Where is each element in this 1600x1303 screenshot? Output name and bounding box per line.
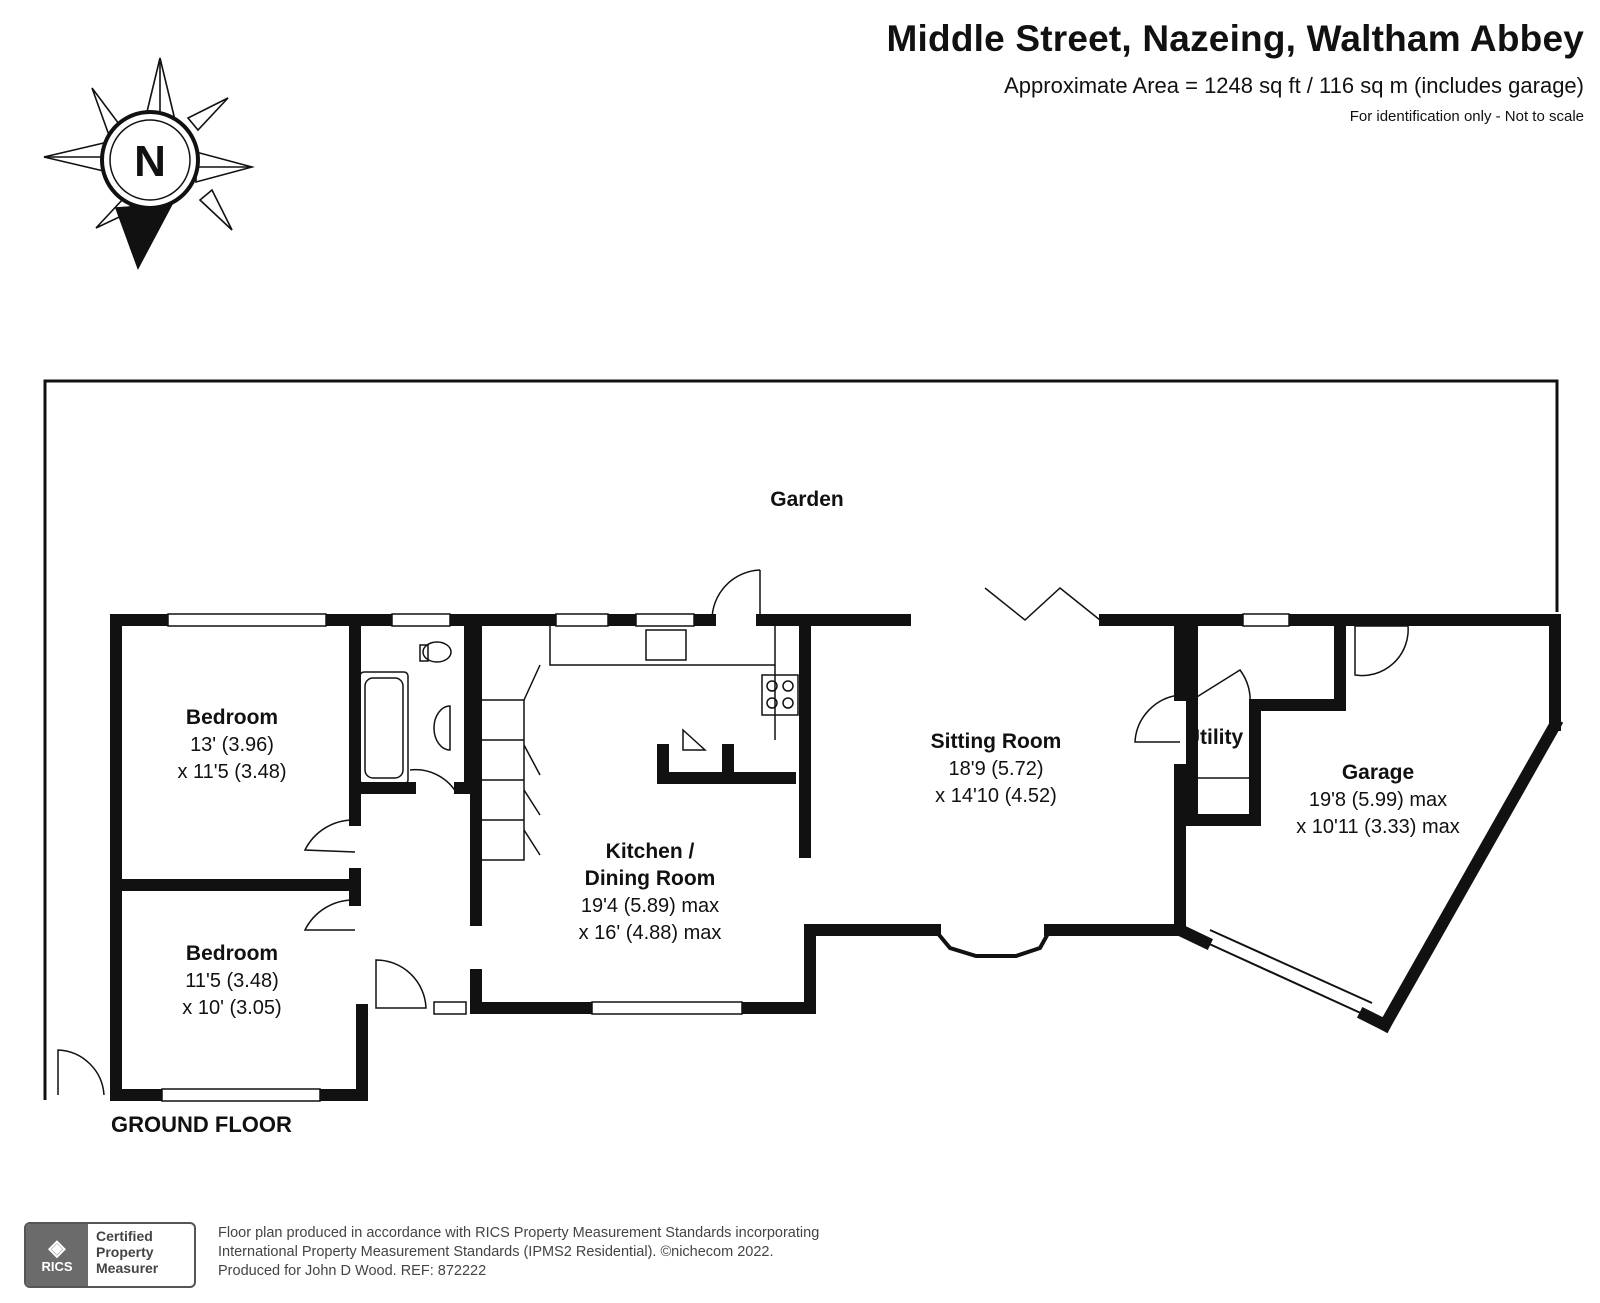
badge-line1: Certified bbox=[96, 1228, 153, 1244]
sitting-room-name: Sitting Room bbox=[931, 730, 1062, 753]
garden-boundary bbox=[43, 379, 1559, 1100]
garage-dim2: x 10'11 (3.33) max bbox=[1296, 816, 1460, 838]
garden-label: Garden bbox=[770, 488, 844, 511]
sitting-room-dim1: 18'9 (5.72) bbox=[949, 758, 1044, 780]
garage-name: Garage bbox=[1342, 761, 1414, 784]
kitchen-dim1: 19'4 (5.89) max bbox=[581, 895, 719, 917]
rics-badge: ◈ RICS Certified Property Measurer bbox=[24, 1222, 196, 1288]
bedroom-2-dim2: x 10' (3.05) bbox=[182, 997, 281, 1019]
badge-line2: Property bbox=[96, 1244, 154, 1260]
bedroom-2-name: Bedroom bbox=[186, 942, 278, 965]
footer-line2: International Property Measurement Stand… bbox=[218, 1244, 774, 1260]
bedroom-1-name: Bedroom bbox=[186, 706, 278, 729]
rics-logo-icon: ◈ RICS bbox=[26, 1224, 88, 1286]
utility-name: Utility bbox=[1185, 726, 1244, 749]
approximate-area: Approximate Area = 1248 sq ft / 116 sq m… bbox=[1004, 73, 1584, 98]
kitchen-dim2: x 16' (4.88) max bbox=[579, 922, 722, 944]
plan-title: Middle Street, Nazeing, Waltham Abbey bbox=[886, 18, 1584, 59]
garage-dim1: 19'8 (5.99) max bbox=[1309, 789, 1447, 811]
footer-line3: Produced for John D Wood. REF: 872222 bbox=[218, 1263, 487, 1279]
footer-line1: Floor plan produced in accordance with R… bbox=[218, 1225, 820, 1241]
bedroom-1-dim2: x 11'5 (3.48) bbox=[177, 761, 286, 783]
floor-label: GROUND FLOOR bbox=[111, 1112, 292, 1137]
kitchen-name-1: Kitchen / bbox=[606, 840, 695, 863]
sitting-room-dim2: x 14'10 (4.52) bbox=[935, 785, 1057, 807]
footer-text: Floor plan produced in accordance with R… bbox=[218, 1224, 819, 1281]
rics-org: RICS bbox=[41, 1258, 73, 1274]
bedroom-2-dim1: 11'5 (3.48) bbox=[185, 970, 279, 992]
badge-line3: Measurer bbox=[96, 1260, 159, 1276]
scale-note: For identification only - Not to scale bbox=[1349, 108, 1584, 125]
bedroom-1-dim1: 13' (3.96) bbox=[190, 734, 274, 756]
kitchen-name-2: Dining Room bbox=[585, 867, 716, 890]
compass-north-letter: N bbox=[134, 137, 166, 186]
